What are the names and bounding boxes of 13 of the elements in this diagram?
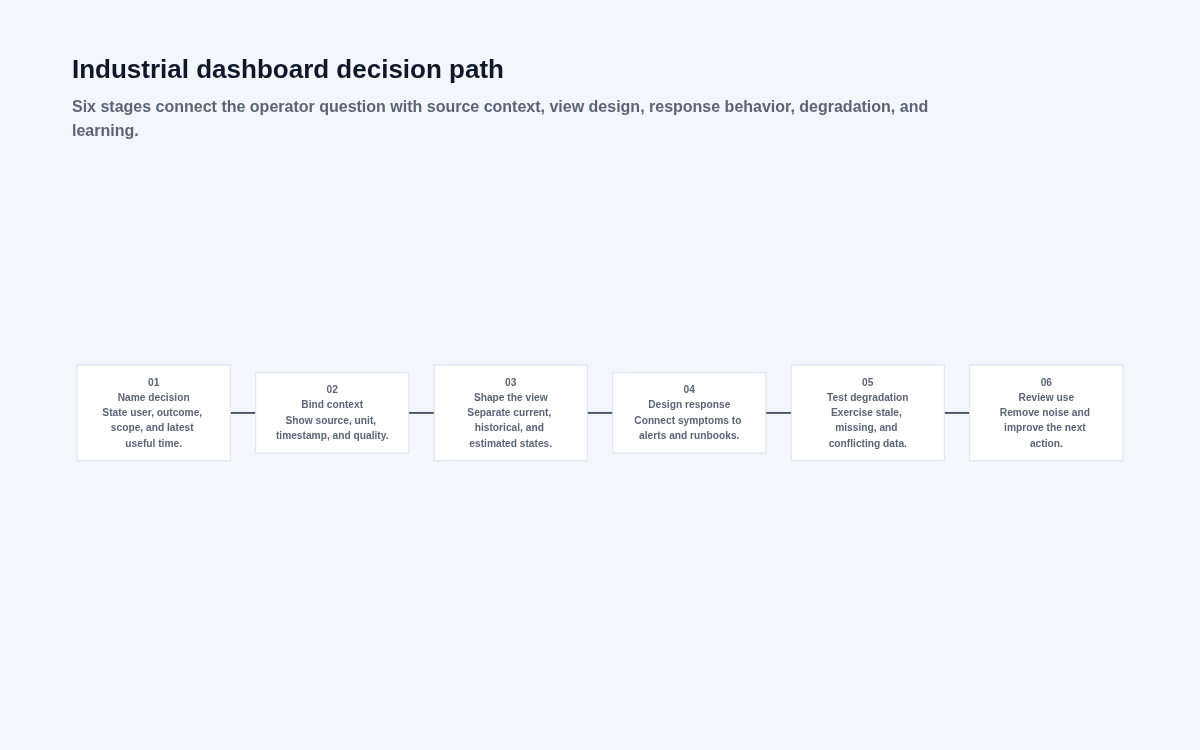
connector: [943, 412, 971, 414]
connector: [407, 412, 436, 414]
node-box: 03 Shape the view Separate current, historical, and estimated states.: [433, 364, 588, 462]
node-box: 05 Test degradation Exercise stale, missing, and conflicting data.: [790, 364, 945, 462]
caption: Six stages connect the operator question with source context, view design, response behavior, degradation, and learning.: [72, 97, 930, 141]
node-box: 04 Design response Connect symptoms to alerts and runbooks.: [612, 372, 767, 454]
title: Industrial dashboard decision path: [72, 54, 505, 85]
connector: [229, 412, 257, 414]
connector: [764, 412, 793, 414]
node-box: 01 Name decision State user, outcome, scope, and latest useful time.: [76, 364, 231, 462]
connector: [586, 412, 614, 414]
node-box: 02 Bind context Show source, unit, timestamp, and quality.: [255, 372, 410, 454]
node-box: 06 Review use Remove noise and improve the next action.: [969, 364, 1124, 462]
